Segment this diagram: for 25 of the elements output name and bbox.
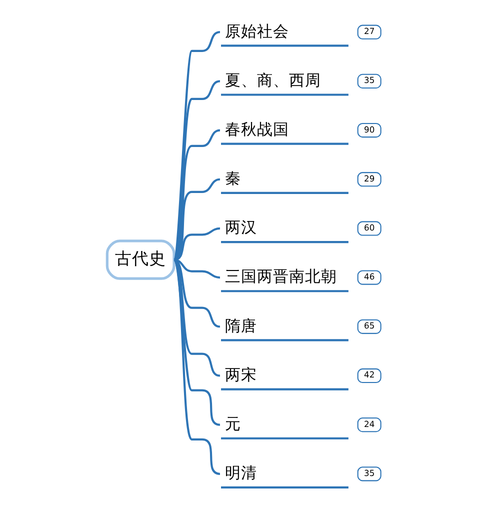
connector [173, 258, 220, 474]
node-label: 29 [364, 172, 375, 183]
node-label: 35 [364, 467, 375, 478]
node-text: 两宋 [225, 364, 258, 384]
node-text: 夏、商、西周 [225, 70, 322, 89]
node-text: 元 [225, 413, 242, 432]
node-label: 24 [364, 418, 375, 428]
node-label: 46 [364, 271, 375, 282]
node-label: 27 [364, 26, 375, 36]
connector [173, 30, 220, 260]
node-label: 42 [364, 369, 375, 380]
node-label: 90 [364, 124, 375, 134]
node-label: 65 [364, 320, 375, 330]
node-text: 隋唐 [225, 315, 258, 334]
node-text: 两汉 [225, 217, 258, 236]
node-text: 明清 [225, 462, 258, 482]
node-text: 秦 [225, 168, 242, 188]
node-text: 原始社会 [225, 20, 290, 40]
node-text: 三国两晋南北朝 [225, 266, 338, 286]
node-box: 古代史 [106, 239, 176, 280]
node-text: 春秋战国 [225, 118, 290, 138]
node-label: 35 [364, 74, 375, 85]
node-label: 60 [364, 222, 375, 232]
connector [173, 258, 220, 426]
connector [173, 80, 220, 260]
